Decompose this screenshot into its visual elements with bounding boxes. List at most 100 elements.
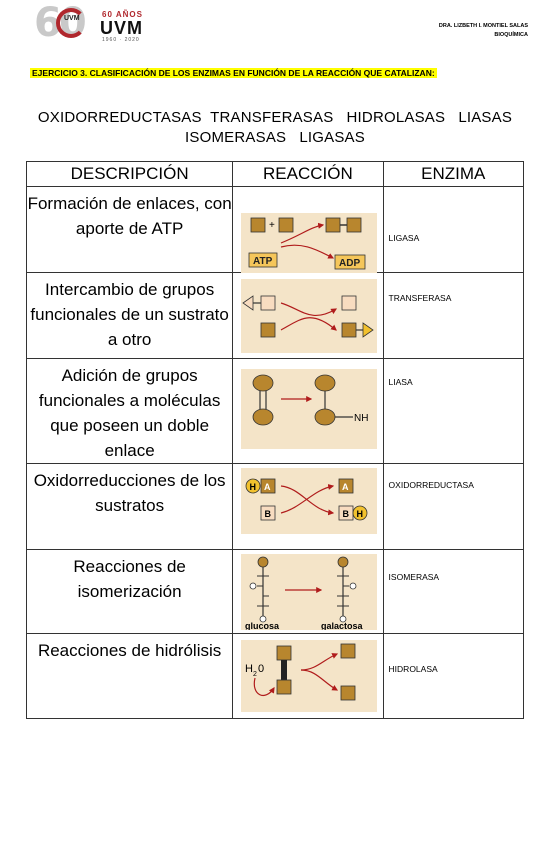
substrate-a-box xyxy=(250,217,266,233)
plus-sign: + xyxy=(269,220,275,231)
nh-label: NH xyxy=(354,413,368,424)
reaction-cell xyxy=(232,272,384,359)
product-bottom-box xyxy=(340,685,356,701)
reaction-cell: NH xyxy=(232,358,384,464)
dimer-bottom-box xyxy=(276,679,292,695)
water-subscript: 2 xyxy=(253,671,257,678)
product-top-box xyxy=(340,643,356,659)
h-label-left: H xyxy=(250,482,257,492)
row-description: Reacciones de isomerización xyxy=(25,549,234,634)
donor-product-box xyxy=(341,295,357,311)
table-row: Adición de grupos funcionales a molécula… xyxy=(25,358,525,464)
isomerase-diagram: glucosa galactosa xyxy=(241,554,378,630)
row-description: Oxidorreducciones de los sustratos xyxy=(25,463,234,550)
adp-label: ADP xyxy=(339,258,360,269)
header-descripcion: DESCRIPCIÓN xyxy=(25,161,234,187)
hydrolase-svg: H 2 0 xyxy=(245,643,356,701)
galactosa-label: galactosa xyxy=(321,621,364,630)
header-reaccion: REACCIÓN xyxy=(232,161,384,187)
product-a-box xyxy=(325,217,341,233)
table-row: Reacciones de hidrólisis H 2 0 xyxy=(25,633,525,719)
transfer-arrow-1 xyxy=(281,302,338,317)
exercise-title: EJERCICIO 3. CLASIFICACIÓN DE LOS ENZIMA… xyxy=(30,68,437,78)
enzyme-label: OXIDORREDUCTASA xyxy=(388,480,474,490)
enzyme-label: TRANSFERASA xyxy=(388,293,452,303)
ligase-diagram: + ATP ADP xyxy=(241,213,378,273)
table-row: Oxidorreducciones de los sustratos H A B… xyxy=(25,463,525,550)
oxidoreductase-svg: H A B A B H xyxy=(245,478,368,521)
water-arrow xyxy=(253,677,275,697)
table-row: Intercambio de grupos funcionales de un … xyxy=(25,272,525,359)
atp-arrow xyxy=(281,244,335,259)
adp-box xyxy=(334,254,366,270)
logo-small-uvm: UVM xyxy=(64,15,80,22)
uvm-60-logo: 60 UVM 60 AÑOS UVM 1960 · 2020 xyxy=(34,0,174,46)
donor-box xyxy=(260,295,276,311)
atp-label: ATP xyxy=(253,256,273,267)
header-enzima: ENZIMA xyxy=(382,161,525,187)
logo-uvm: UVM xyxy=(100,18,143,38)
hydrolysis-arrow-1 xyxy=(301,653,339,671)
a-reduced-box xyxy=(260,478,276,494)
reaction-cell: H A B A B H xyxy=(232,463,384,550)
author-block: DRA. LIZBETH I. MONTIEL SALAS BIOQUÍMICA xyxy=(439,22,528,40)
logo-ring xyxy=(56,8,86,38)
enzyme-cell: TRANSFERASA xyxy=(382,272,525,359)
row-description: Adición de grupos funcionales a molécula… xyxy=(25,358,234,464)
classes-line-2: ISOMERASAS LIGASAS xyxy=(185,129,365,146)
glucose-top-atom xyxy=(257,556,269,568)
oxidoreductase-diagram: H A B A B H xyxy=(241,468,378,534)
acceptor-product-box xyxy=(341,322,357,338)
page-header: 60 UVM 60 AÑOS UVM 1960 · 2020 DRA. LIZB… xyxy=(0,0,549,50)
covalent-bond xyxy=(281,660,288,680)
reaction-cell: + ATP ADP xyxy=(232,186,384,273)
water-o: 0 xyxy=(258,663,264,675)
row-description: Intercambio de grupos funcionales de un … xyxy=(25,272,234,359)
dimer-top-box xyxy=(276,645,292,661)
classes-line-1: OXIDORREDUCTASAS TRANSFERASAS HIDROLASAS… xyxy=(37,109,513,126)
enzyme-cell: HIDROLASA xyxy=(382,633,525,719)
table-row: Reacciones de isomerización glucosa xyxy=(25,549,525,634)
hydrolase-diagram: H 2 0 xyxy=(241,640,378,712)
transferase-diagram xyxy=(241,279,378,353)
glucosa-label: glucosa xyxy=(245,621,280,630)
hydrogen-left xyxy=(245,478,261,494)
reaction-cell: H 2 0 xyxy=(232,633,384,719)
enzyme-cell: OXIDORREDUCTASA xyxy=(382,463,525,550)
ligase-svg: + ATP ADP xyxy=(248,217,366,270)
enzyme-cell: LIGASA xyxy=(382,186,525,273)
table-row: Formación de enlaces, con aporte de ATP … xyxy=(25,186,525,273)
acceptor-box xyxy=(260,322,276,338)
enzyme-cell: LIASA xyxy=(382,358,525,464)
enzyme-classes-list: OXIDORREDUCTASAS TRANSFERASAS HIDROLASAS… xyxy=(30,108,520,148)
b-label-left: B xyxy=(265,509,272,519)
logo-anos: 60 AÑOS xyxy=(102,10,143,19)
enzyme-label: LIGASA xyxy=(388,233,420,243)
b-oxidized-box xyxy=(260,505,276,521)
a-label-left: A xyxy=(264,482,271,492)
transfer-arrow-2 xyxy=(280,317,338,331)
enzyme-cell: ISOMERASA xyxy=(382,549,525,634)
lyase-diagram: NH xyxy=(241,369,378,449)
reaction-arrow xyxy=(281,222,325,244)
hydrolysis-arrow-2 xyxy=(301,669,339,691)
product-b-box xyxy=(346,217,362,233)
reaction-cell: glucosa galactosa xyxy=(232,549,384,634)
enzyme-label: LIASA xyxy=(388,377,413,387)
isomerase-svg: glucosa galactosa xyxy=(245,556,364,630)
galactose-top-atom xyxy=(337,556,349,568)
group-triangle-left xyxy=(242,295,254,311)
electron-arrow-2 xyxy=(281,484,335,514)
atp-box xyxy=(248,252,278,268)
row-description: Reacciones de hidrólisis xyxy=(25,633,234,719)
atom-3 xyxy=(314,374,336,392)
hydrogen-right xyxy=(352,505,368,521)
h-label-right: H xyxy=(357,509,364,519)
b-label-right: B xyxy=(343,509,350,519)
a-oxidized-box xyxy=(338,478,354,494)
atom-1 xyxy=(252,374,274,392)
row-description: Formación de enlaces, con aporte de ATP xyxy=(25,186,234,273)
course-name: BIOQUÍMICA xyxy=(494,32,528,38)
lyase-svg: NH xyxy=(252,374,369,426)
logo-years: 1960 · 2020 xyxy=(102,37,140,43)
